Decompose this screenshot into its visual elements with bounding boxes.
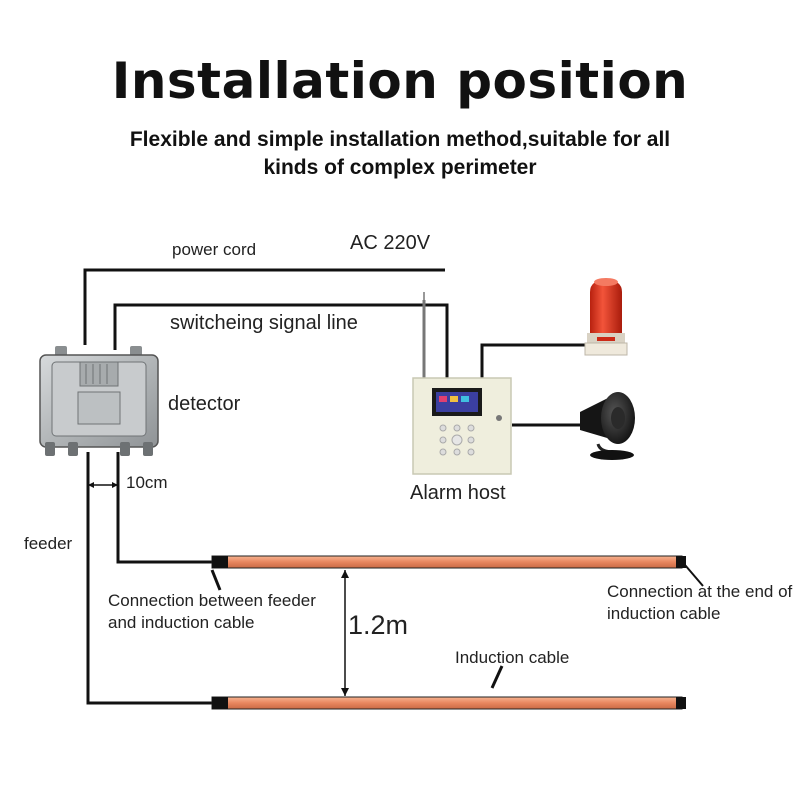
cable-gap-label: 1.2m bbox=[348, 610, 409, 640]
induction-cable-top bbox=[211, 555, 686, 569]
power-cord-line bbox=[83, 268, 445, 345]
induction-cable-label: Induction cable bbox=[455, 648, 570, 667]
siren-speaker bbox=[580, 392, 635, 460]
spacing-label: 10cm bbox=[126, 473, 168, 492]
detector-device bbox=[39, 346, 159, 456]
beacon-wire bbox=[480, 343, 590, 380]
connection-feeder-label: Connection between feeder and induction … bbox=[108, 591, 316, 632]
induction-cable-bottom bbox=[211, 696, 686, 710]
alarm-host-device bbox=[412, 292, 512, 475]
warning-beacon bbox=[584, 278, 628, 356]
connection-end-label: Connection at the end of induction cable bbox=[607, 582, 793, 623]
spacing-marker bbox=[88, 482, 118, 488]
feeder-line-outer bbox=[86, 452, 215, 705]
induction-cable-leader bbox=[490, 665, 504, 689]
detector-label: detector bbox=[168, 393, 241, 415]
signal-line bbox=[113, 303, 449, 380]
ac-voltage-label: AC 220V bbox=[350, 232, 431, 254]
connection-end-leader bbox=[684, 564, 704, 587]
feeder-line-inner bbox=[116, 452, 215, 564]
power-cord-label: power cord bbox=[172, 240, 257, 259]
page-title: Installation position bbox=[111, 52, 689, 110]
alarm-host-label: Alarm host bbox=[410, 482, 506, 504]
connection-feeder-leader bbox=[210, 569, 222, 591]
cable-gap-dimension bbox=[341, 570, 349, 696]
page-subtitle: Flexible and simple installation method,… bbox=[129, 128, 671, 179]
feeder-label: feeder bbox=[24, 534, 73, 553]
signal-line-label: switcheing signal line bbox=[170, 312, 358, 334]
